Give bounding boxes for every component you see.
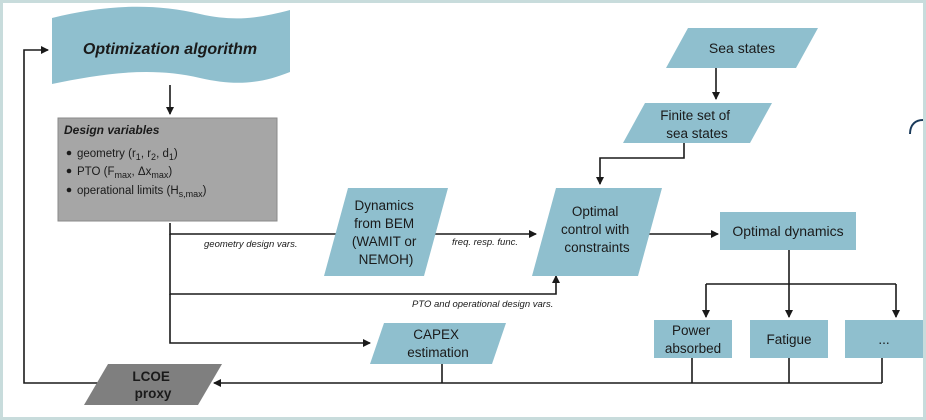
- lcoe-label: LCOE proxy: [132, 369, 173, 401]
- optimal-dynamics-shape: [720, 212, 856, 250]
- optimal-dynamics-node: Optimal dynamics: [720, 212, 856, 250]
- power-absorbed-node: Power absorbed: [654, 320, 732, 358]
- fatigue-shape: [750, 320, 828, 358]
- bullet-geometry: [66, 150, 72, 156]
- bullet-operational: [66, 187, 72, 193]
- connectors: [23, 46, 900, 387]
- other-outputs-shape: [845, 320, 923, 358]
- dynamics-bem-node: Dynamics from BEM (WAMIT or NEMOH): [324, 188, 448, 276]
- design-item-geometry: geometry (r1, r2, d1): [77, 148, 178, 162]
- power-absorbed-shape: [654, 320, 732, 358]
- finite-set-node: Finite set of sea states: [623, 103, 772, 143]
- optimal-control-shape: [532, 188, 662, 276]
- design-variables-node: Design variables geometry (r1, r2, d1) P…: [57, 117, 278, 222]
- finite-set-label: Finite set of sea states: [660, 108, 734, 141]
- capex-shape: [370, 323, 506, 364]
- edge-label-geometry: geometry design vars.: [204, 239, 297, 250]
- other-outputs-label: ...: [878, 332, 889, 347]
- fatigue-label: Fatigue: [766, 332, 811, 347]
- dynamics-bem-shape: [324, 188, 448, 276]
- sea-states-node: Sea states: [666, 28, 818, 68]
- flow-diagram: Optimization algorithm Design variables …: [23, 6, 923, 405]
- lcoe-shape: [84, 364, 222, 405]
- sea-states-shape: [666, 28, 818, 68]
- optimization-label: Optimization algorithm: [83, 41, 257, 58]
- optimization-algorithm-node: Optimization algorithm: [52, 6, 290, 84]
- optimal-control-label: Optimal control with constraints: [561, 204, 633, 255]
- bullet-pto: [66, 168, 72, 174]
- optimal-dynamics-label: Optimal dynamics: [732, 223, 843, 239]
- arrow-finite-to-control: [596, 143, 685, 185]
- power-absorbed-label: Power absorbed: [665, 323, 721, 356]
- capex-label: CAPEX estimation: [407, 327, 469, 360]
- dynamics-bem-label: Dynamics from BEM (WAMIT or NEMOH): [352, 198, 420, 267]
- other-outputs-node: ...: [845, 320, 923, 358]
- arrow-lcoe-to-opt: [23, 46, 98, 384]
- design-variables-title: Design variables: [64, 123, 160, 137]
- decorative-arc: [909, 119, 923, 135]
- arrow-design-to-capex: [169, 294, 371, 347]
- lcoe-node: LCOE proxy: [84, 364, 222, 405]
- edge-label-freq: freq. resp. func.: [452, 237, 518, 248]
- design-variables-box: [57, 117, 278, 222]
- design-item-operational: operational limits (Hs,max): [77, 185, 207, 199]
- finite-set-shape: [623, 103, 772, 143]
- optimization-banner-shape: [52, 6, 290, 84]
- arrow-pto-to-control: [169, 234, 560, 295]
- capex-node: CAPEX estimation: [370, 323, 506, 364]
- edge-label-pto-ops: PTO and operational design vars.: [412, 299, 553, 310]
- design-item-pto: PTO (Fmax, Δxmax): [77, 166, 172, 180]
- sea-states-label: Sea states: [709, 40, 775, 56]
- optimal-control-node: Optimal control with constraints: [532, 188, 662, 276]
- fatigue-node: Fatigue: [750, 320, 828, 358]
- arrow-design-to-dynamics: [169, 223, 345, 238]
